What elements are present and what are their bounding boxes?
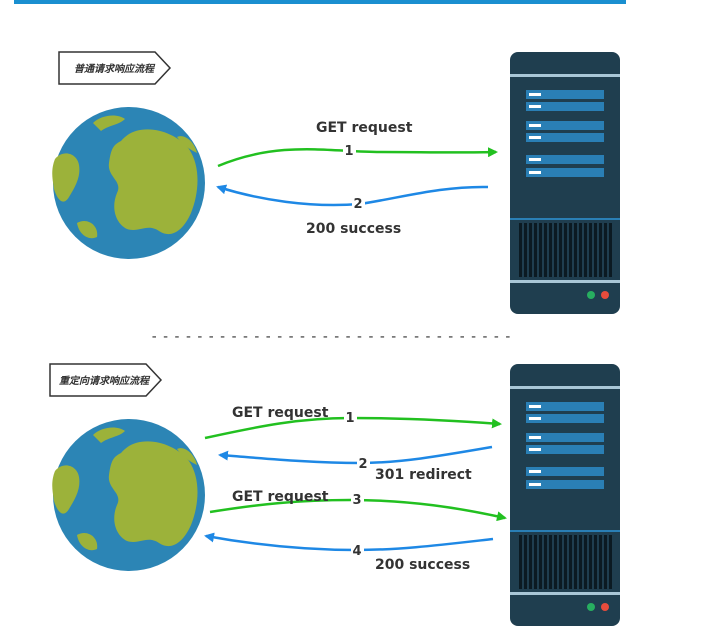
server-rack-icon [510, 52, 620, 314]
redirect-request2-step: 3 [352, 493, 361, 508]
redirect-flow-tag: 重定向请求响应流程 [49, 363, 163, 397]
normal-flow-tag-text: 普通请求响应流程 [74, 63, 156, 75]
redirect-request2-label: GET request [232, 489, 329, 505]
redirect-success-step: 4 [352, 544, 361, 559]
client-globe-icon-2 [52, 419, 205, 571]
redirect-request1-label: GET request [232, 405, 329, 421]
redirect-success-label: 200 success [375, 557, 470, 573]
redirect-response-label: 301 redirect [375, 467, 472, 483]
server-rack-icon-2 [510, 364, 620, 626]
normal-response-label: 200 success [306, 221, 401, 237]
normal-request-step: 1 [344, 144, 353, 159]
normal-flow-tag: 普通请求响应流程 [58, 51, 172, 85]
normal-response-step: 2 [353, 197, 362, 212]
redirect-flow-tag-text: 重定向请求响应流程 [59, 375, 151, 387]
section-separator: -------------------------------- [150, 329, 512, 345]
redirect-response-arrow [218, 445, 493, 465]
client-globe-icon [52, 107, 205, 259]
normal-request-label: GET request [316, 120, 413, 136]
redirect-response-step: 2 [358, 457, 367, 472]
redirect-request1-step: 1 [345, 411, 354, 426]
header-bar [14, 0, 626, 4]
redirect-success-arrow [204, 532, 494, 552]
normal-request-arrow [217, 147, 498, 168]
redirect-request2-arrow [209, 498, 507, 522]
